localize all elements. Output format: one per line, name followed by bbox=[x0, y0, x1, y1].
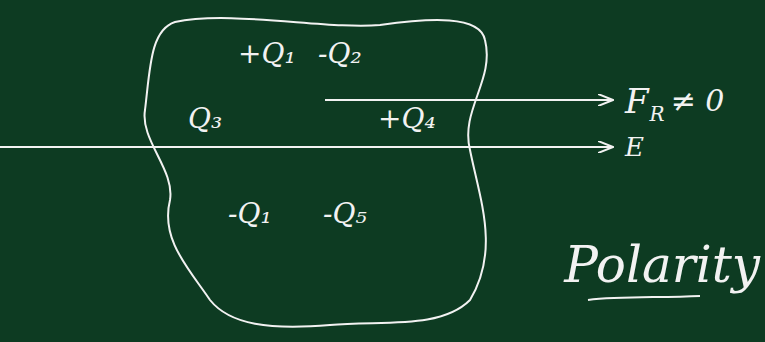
charge-label: +Q₄ bbox=[378, 105, 436, 133]
charged-body: +Q₁ -Q₂ Q₃ +Q₄ -Q₁ -Q₅ bbox=[140, 10, 500, 335]
charge-label: +Q₁ bbox=[238, 40, 296, 68]
heading-note: Polarity bbox=[564, 240, 760, 290]
subscript: R bbox=[650, 104, 665, 124]
charge-label: -Q₂ bbox=[318, 40, 362, 68]
charge-label: -Q₅ bbox=[323, 200, 367, 228]
field-arrow bbox=[0, 146, 612, 148]
charge-label: -Q₁ bbox=[228, 200, 272, 228]
charge-label: Q₃ bbox=[188, 105, 222, 133]
force-arrow bbox=[325, 99, 612, 101]
underline bbox=[588, 296, 700, 300]
force-value: ≠ 0 bbox=[671, 86, 725, 116]
force-symbol: F bbox=[625, 84, 649, 118]
field-symbol: E bbox=[625, 134, 644, 160]
